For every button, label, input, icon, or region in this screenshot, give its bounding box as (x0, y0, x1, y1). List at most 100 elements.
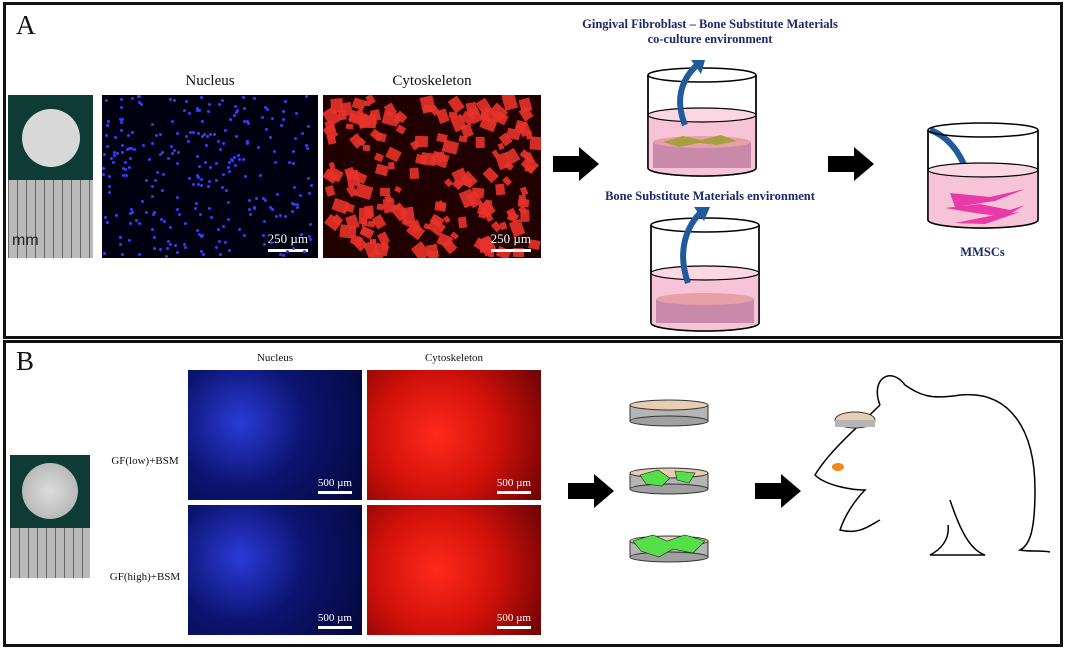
nucleus-dot (168, 242, 172, 246)
cell-shape (363, 100, 370, 106)
nucleus-dot (169, 145, 173, 149)
nucleus-dot (153, 210, 157, 214)
nucleus-dot (127, 238, 131, 242)
nucleus-dot (242, 107, 246, 111)
nucleus-dot (208, 207, 212, 211)
nucleus-dot (228, 160, 232, 164)
scale-bar: 500 µm (496, 477, 531, 494)
nucleus-dot (218, 253, 222, 257)
nucleus-dot (221, 185, 225, 189)
nucleus-dot (108, 174, 112, 178)
nucleus-dot (120, 143, 124, 147)
nucleus-dot (221, 172, 225, 176)
nucleus-dot (200, 249, 204, 253)
nucleus-image: 250 µm (102, 95, 318, 258)
cell-shape (358, 217, 367, 225)
nucleus-dot (293, 137, 297, 141)
nucleus-dot (305, 95, 309, 99)
nucleus-dot (243, 234, 247, 238)
nucleus-dot (120, 128, 124, 132)
nucleus-dot (261, 116, 264, 120)
cytoskeleton-image: 250 µm (323, 95, 541, 258)
nucleus-dot (128, 221, 132, 225)
nucleus-dot (242, 119, 246, 123)
nucleus-dot (287, 161, 291, 165)
nucleus-dot (294, 111, 298, 115)
nucleus-dot (210, 216, 214, 220)
nucleus-dot (307, 192, 311, 196)
nucleus-dot (284, 99, 288, 103)
nucleus-dot (138, 100, 142, 104)
nucleus-dot (300, 232, 304, 236)
cell-shape (362, 144, 371, 151)
nucleus-dot (227, 165, 231, 169)
nucleus-dot (232, 156, 236, 160)
nucleus-dot (103, 216, 107, 219)
nucleus-dot (130, 97, 134, 101)
nucleus-dot (134, 218, 138, 222)
cell-shape (481, 166, 499, 184)
nucleus-dot (237, 158, 241, 162)
nucleus-dot (233, 105, 237, 109)
cell-shape (388, 161, 396, 170)
nucleus-dot (119, 118, 123, 122)
row-label-high: GF(high)+BSM (109, 571, 181, 583)
nucleus-dot (139, 103, 143, 106)
cell-shape (419, 95, 436, 114)
bsm-beaker (650, 207, 760, 332)
nucleus-dot (130, 210, 134, 214)
nucleus-dot (118, 235, 122, 239)
cell-shape (369, 239, 377, 245)
nucleus-dot (172, 99, 176, 103)
nucleus-dot (194, 202, 198, 206)
scaffold-disk (22, 463, 78, 519)
nucleus-dot (198, 213, 202, 217)
nucleus-dot (183, 246, 187, 250)
cell-shape (484, 199, 492, 206)
nucleus-dot (227, 200, 231, 204)
cell-shape (502, 95, 519, 111)
nucleus-dot (175, 195, 179, 199)
scale-bar: 500 µm (496, 612, 531, 629)
nucleus-dot (201, 135, 205, 139)
nucleus-dot (114, 213, 118, 217)
nucleus-dot (264, 199, 268, 203)
nucleus-dot (165, 246, 169, 250)
nucleus-dot (219, 147, 223, 151)
nucleus-dot (196, 176, 200, 180)
nucleus-dot (291, 161, 295, 165)
nucleus-dot (159, 217, 163, 221)
nucleus-dot (171, 152, 175, 156)
nucleus-dot (105, 98, 109, 102)
cell-shape (434, 107, 450, 124)
nucleus-dot (271, 116, 275, 120)
nucleus-dot (208, 180, 212, 184)
nucleus-dot (281, 110, 285, 114)
nucleus-dot (150, 185, 154, 189)
cell-shape (458, 135, 468, 143)
nucleus-dot (224, 241, 227, 245)
nucleus-dot (306, 146, 310, 150)
nucleus-dot (252, 97, 256, 101)
nucleus-dot (131, 130, 135, 134)
coculture-beaker (647, 60, 757, 177)
nucleus-dot (175, 207, 179, 211)
nucleus-dot (113, 154, 117, 158)
nucleus-dot (197, 132, 201, 136)
nucleus-dot (198, 109, 202, 113)
scaffold-photo: mm (8, 95, 93, 258)
nucleus-dot (248, 212, 252, 216)
bsm-label: Bone Substitute Materials environment (605, 189, 815, 203)
nucleus-dot (133, 147, 137, 151)
nucleus-image-low: 500 µm (188, 370, 362, 500)
nucleus-dot (200, 177, 204, 181)
nucleus-dot (119, 243, 123, 247)
nucleus-dot (226, 218, 230, 222)
nucleus-dot (258, 173, 262, 177)
nucleus-dot (205, 144, 209, 148)
nucleus-dot (290, 201, 294, 205)
nucleus-dot (105, 220, 109, 224)
nucleus-dot (105, 124, 109, 128)
nucleus-dot (241, 157, 245, 161)
nucleus-dot (223, 129, 227, 133)
